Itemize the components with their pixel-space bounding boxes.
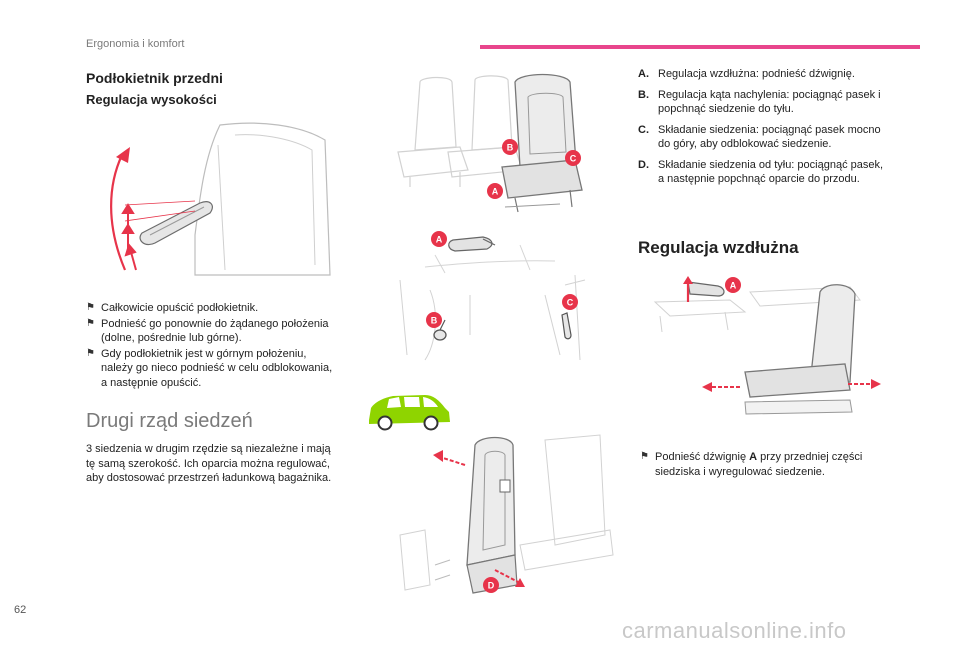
second-row-seats-illustration (397, 73, 583, 213)
seat-controls-legend: A.Regulacja wzdłużna: podnieść dźwignię.… (638, 67, 888, 193)
car-silhouette-icon (369, 395, 450, 431)
legend-item: B.Regulacja kąta nachylenia: pociągnąć p… (638, 88, 881, 116)
marker-a-top: A (487, 183, 503, 199)
header-accent-bar (480, 45, 920, 49)
legend-item: D.Składanie siedzenia od tyłu: pociągnąć… (638, 158, 884, 186)
list-item: ⚑Podnieść go ponownie do żądanego położe… (86, 317, 329, 345)
marker-b-top: B (502, 139, 518, 155)
flag-bullet-icon: ⚑ (640, 451, 649, 462)
watermark: carmanualsonline.info (622, 618, 847, 643)
flag-bullet-icon: ⚑ (86, 302, 95, 313)
longitudinal-title: Regulacja wzdłużna (638, 238, 799, 257)
second-row-title: Drugi rząd siedzeń (86, 410, 253, 432)
marker-b-strap: B (426, 312, 442, 328)
marker-c-strap: C (562, 294, 578, 310)
svg-text:B: B (431, 316, 438, 326)
svg-text:B: B (507, 143, 514, 153)
marker-a-lever: A (431, 231, 447, 247)
list-item: ⚑Gdy podłokietnik jest w górnym położeni… (86, 347, 333, 389)
lever-illustration (424, 236, 556, 274)
marker-a-longitudinal: A (725, 277, 741, 293)
svg-text:A: A (436, 235, 443, 245)
svg-text:C: C (570, 154, 577, 164)
longitudinal-illustration (653, 276, 881, 415)
marker-c-top: C (565, 150, 581, 166)
longitudinal-instructions: ⚑Podnieść dźwignię A przy przedniej częś… (640, 450, 885, 480)
fold-seat-illustration (399, 434, 614, 594)
svg-text:A: A (730, 281, 737, 291)
section-header: Ergonomia i komfort (86, 38, 185, 50)
svg-text:D: D (488, 581, 495, 591)
armrest-instructions: ⚑Całkowicie opuścić podłokietnik. ⚑Podni… (86, 301, 336, 391)
page-number: 62 (14, 604, 27, 616)
svg-text:C: C (567, 298, 574, 308)
height-adjust-subtitle: Regulacja wysokości (86, 92, 217, 107)
list-item: ⚑Całkowicie opuścić podłokietnik. (86, 302, 259, 314)
svg-text:A: A (492, 187, 499, 197)
flag-bullet-icon: ⚑ (86, 347, 95, 359)
flag-bullet-icon: ⚑ (86, 317, 95, 329)
second-row-paragraph: 3 siedzenia w drugim rzędzie są niezależ… (86, 443, 332, 484)
strap-illustration (399, 274, 586, 361)
marker-d: D (483, 577, 499, 593)
legend-item: A.Regulacja wzdłużna: podnieść dźwignię. (638, 68, 855, 80)
list-item: ⚑Podnieść dźwignię A przy przedniej częś… (640, 451, 863, 478)
armrest-title: Podłokietnik przedni (86, 70, 223, 86)
armrest-illustration (110, 122, 331, 276)
legend-item: C.Składanie siedzenia: pociągnąć pasek m… (638, 123, 881, 151)
